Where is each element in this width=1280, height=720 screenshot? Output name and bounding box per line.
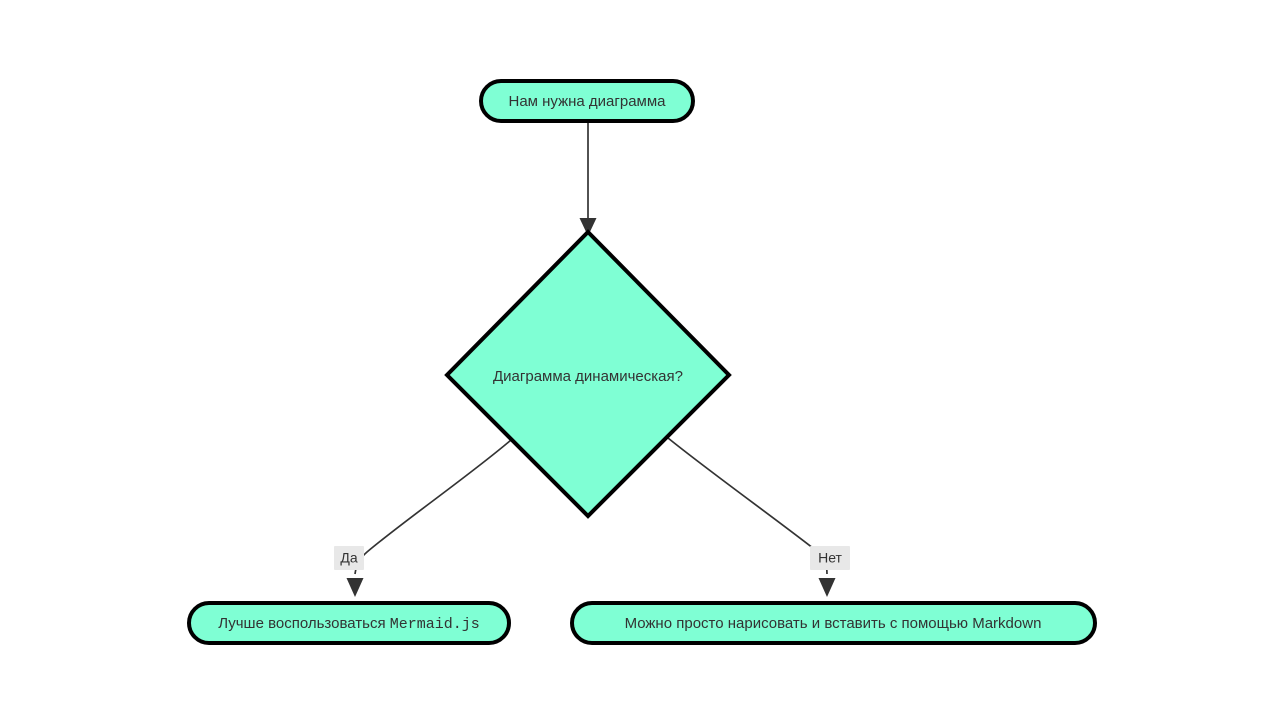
edge-label-yes: Да (340, 550, 357, 566)
edge-label-no: Нет (818, 550, 842, 566)
node-no-result[interactable]: Можно просто нарисовать и вставить с пом… (570, 601, 1097, 645)
edge-line (667, 437, 828, 575)
edge-label-background (334, 546, 364, 570)
edge-start-to-decision (579, 122, 597, 236)
node-decision-shape[interactable] (444, 229, 732, 519)
edge-line (354, 439, 512, 575)
node-decision[interactable]: Диаграмма динамическая? (444, 229, 732, 519)
node-yes-result[interactable]: Лучше воспользоваться Mermaid.js (187, 601, 511, 645)
node-yes-result-label-plain: Лучше воспользоваться (218, 615, 390, 632)
node-no-result-shape[interactable] (570, 601, 1097, 645)
node-yes-result-shape[interactable] (187, 601, 511, 645)
node-decision-label: Диаграмма динамическая? (493, 368, 683, 385)
node-yes-result-label: Лучше воспользоваться Mermaid.js (218, 615, 480, 633)
node-start-shape[interactable] (479, 79, 695, 123)
node-yes-result-label-code: Mermaid.js (390, 616, 480, 633)
edge-decision-to-yes: Да (334, 439, 512, 597)
node-start[interactable]: Нам нужна диаграмма (479, 79, 695, 123)
arrowhead-icon (818, 578, 836, 597)
edge-decision-to-no: Нет (667, 437, 850, 597)
node-start-label: Нам нужна диаграмма (508, 93, 666, 110)
node-no-result-label: Можно просто нарисовать и вставить с пом… (625, 615, 1042, 632)
arrowhead-icon (579, 218, 597, 236)
edge-label-background (810, 546, 850, 570)
arrowhead-icon (346, 578, 364, 597)
